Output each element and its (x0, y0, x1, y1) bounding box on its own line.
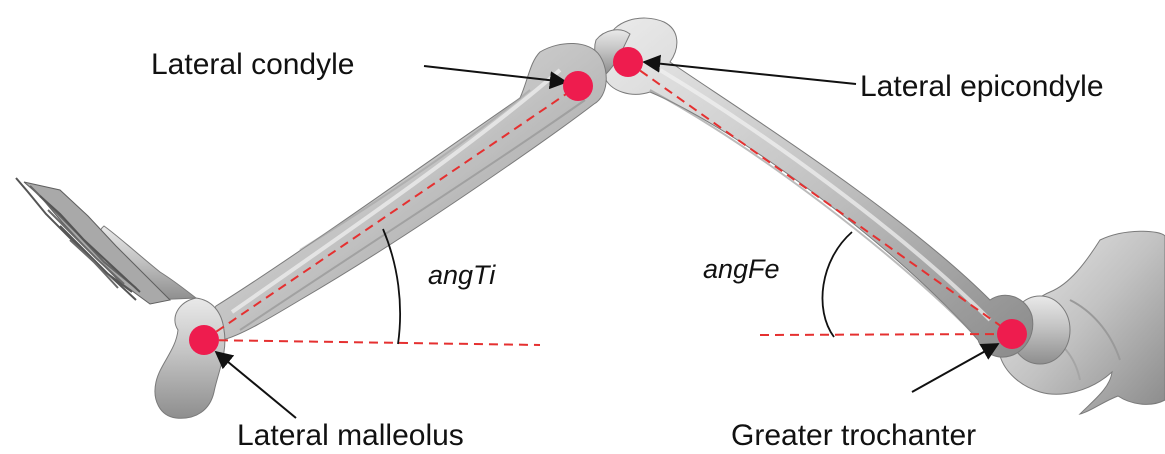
lateral-condyle-label: Lateral condyle (151, 50, 354, 80)
tibia-horizontal-line (204, 340, 540, 345)
greater-trochanter-marker (997, 319, 1027, 349)
femur-horizontal-line (760, 334, 1012, 335)
lateral-malleolus-label: Lateral malleolus (237, 421, 464, 451)
angle-femur-label: angFe (703, 256, 780, 283)
lateral-condyle-marker (563, 71, 593, 101)
foot-bones (16, 178, 225, 418)
lateral-epicondyle-label: Lateral epicondyle (860, 72, 1104, 102)
reference-lines (204, 62, 1012, 345)
greater-trochanter-label: Greater trochanter (731, 421, 976, 451)
lateral-malleolus-arrow (216, 352, 296, 418)
greater-trochanter-arrow (912, 344, 998, 392)
angle-tibia-label: angTi (428, 262, 495, 289)
angle-femur-arc (822, 232, 852, 337)
lateral-malleolus-marker (189, 325, 219, 355)
femur-bone (601, 18, 1033, 357)
lateral-epicondyle-marker (613, 47, 643, 77)
